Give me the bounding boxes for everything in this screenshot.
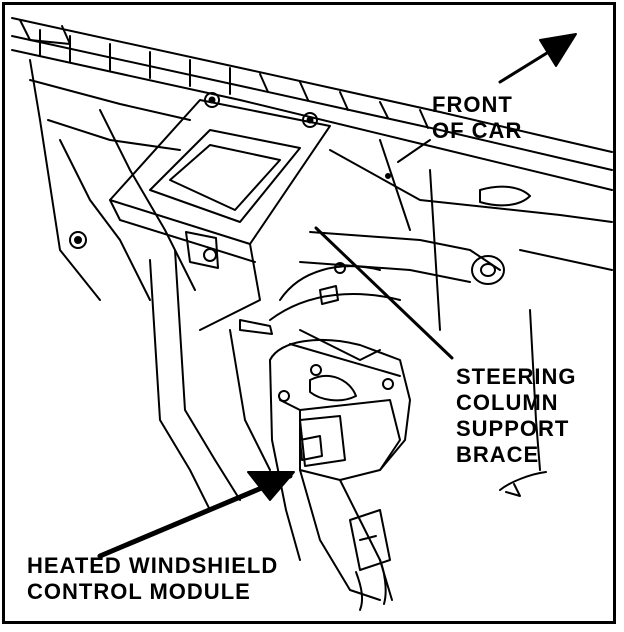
brace-leader [314, 226, 454, 360]
front-of-car-label: FRONT OF CAR [432, 92, 522, 144]
steering-label-line-2: COLUMN [456, 390, 559, 415]
cowl-rail [11, 17, 613, 191]
module-label-line-2: CONTROL MODULE [27, 579, 251, 604]
diagram-border [2, 2, 616, 624]
front-of-car-line-2: OF CAR [432, 118, 523, 143]
front-leader [397, 139, 431, 163]
steering-label-line-4: BRACE [456, 442, 540, 467]
steering-label-line-3: SUPPORT [456, 416, 570, 441]
heated-windshield-control-module-label: HEATED WINDSHIELD CONTROL MODULE [27, 553, 278, 605]
steering-column-support-brace-label: STEERING COLUMN SUPPORT BRACE [456, 364, 576, 468]
module-label-line-1: HEATED WINDSHIELD [27, 553, 279, 578]
dash-panel [29, 59, 196, 301]
module-leader [97, 473, 293, 559]
steering-label-line-1: STEERING [456, 364, 577, 389]
front-of-car-line-1: FRONT [432, 92, 513, 117]
callout-arrows [97, 33, 577, 559]
right-dash [329, 139, 613, 471]
support-brace [109, 92, 331, 331]
kick-panel [149, 249, 271, 511]
direction-hook [499, 471, 547, 491]
